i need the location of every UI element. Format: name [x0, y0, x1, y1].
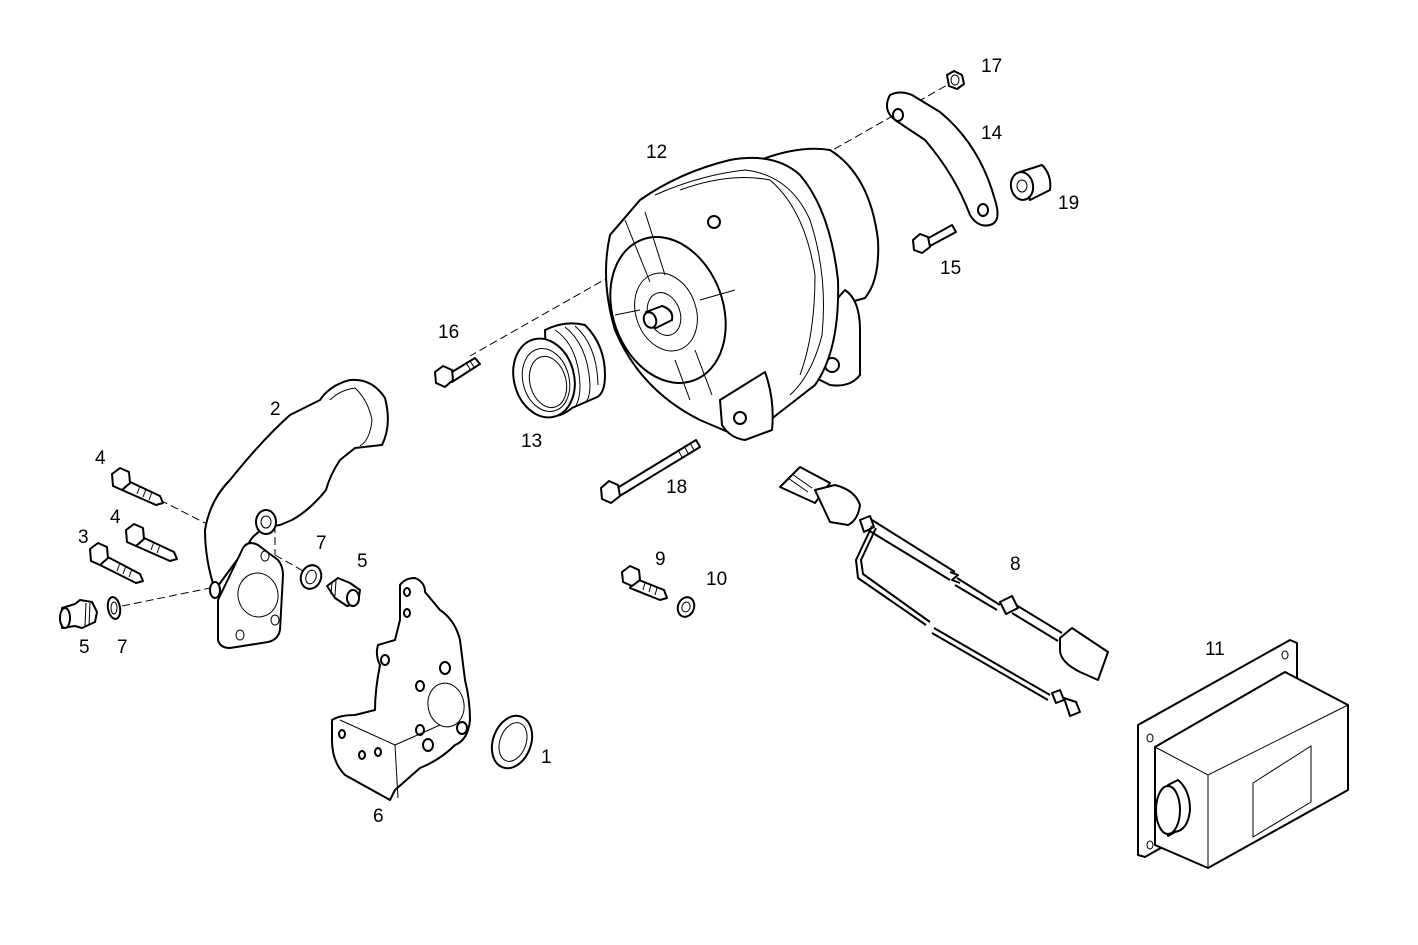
callout-16: 16 — [438, 322, 460, 343]
union-fitting-5-right-icon[interactable] — [326, 577, 361, 607]
callout-5-left: 5 — [79, 637, 90, 658]
seal-ring-icon[interactable] — [485, 710, 539, 774]
callout-8: 8 — [1010, 554, 1021, 575]
callout-5-right: 5 — [357, 551, 368, 572]
callout-2: 2 — [270, 399, 281, 420]
callout-10: 10 — [706, 569, 728, 590]
long-bolt-icon[interactable] — [600, 439, 701, 504]
callout-4-lower: 4 — [110, 507, 121, 528]
callout-7-left: 7 — [117, 637, 128, 658]
callout-9: 9 — [655, 549, 666, 570]
callout-19: 19 — [1058, 193, 1080, 214]
tension-strap-icon[interactable] — [885, 91, 999, 227]
bolt-9-icon[interactable] — [621, 565, 668, 601]
bolt-16-icon[interactable] — [434, 357, 481, 388]
coolant-pipe-icon[interactable] — [204, 378, 389, 649]
bolt-4-upper-icon[interactable] — [111, 467, 164, 506]
callout-17: 17 — [981, 56, 1003, 77]
sealing-washer-7-right-icon[interactable] — [297, 562, 324, 591]
bolt-3-icon[interactable] — [89, 542, 144, 584]
callout-6: 6 — [373, 806, 384, 827]
bolt-4-lower-icon[interactable] — [125, 523, 178, 562]
callout-4-upper: 4 — [95, 448, 106, 469]
union-fitting-5-left-icon[interactable] — [59, 599, 98, 629]
callout-18: 18 — [666, 477, 688, 498]
spacer-bushing-icon[interactable] — [1009, 164, 1052, 202]
callout-13: 13 — [521, 431, 543, 452]
callout-11: 11 — [1205, 639, 1225, 660]
washer-icon[interactable] — [675, 595, 697, 619]
control-unit-icon[interactable] — [1137, 639, 1349, 869]
alternator-icon[interactable] — [591, 147, 880, 441]
callout-3: 3 — [78, 527, 89, 548]
callout-15: 15 — [940, 258, 962, 279]
bolt-15-icon[interactable] — [912, 224, 957, 254]
sealing-washer-7-left-icon[interactable] — [106, 596, 122, 620]
pulley-icon[interactable] — [505, 322, 606, 424]
mounting-bracket-icon[interactable] — [331, 577, 471, 801]
callout-7-right: 7 — [316, 533, 327, 554]
callout-12: 12 — [646, 142, 668, 163]
wiring-harness-icon[interactable] — [779, 466, 1109, 717]
callout-14: 14 — [981, 123, 1003, 144]
nut-icon[interactable] — [946, 70, 965, 90]
callout-1: 1 — [541, 747, 552, 768]
